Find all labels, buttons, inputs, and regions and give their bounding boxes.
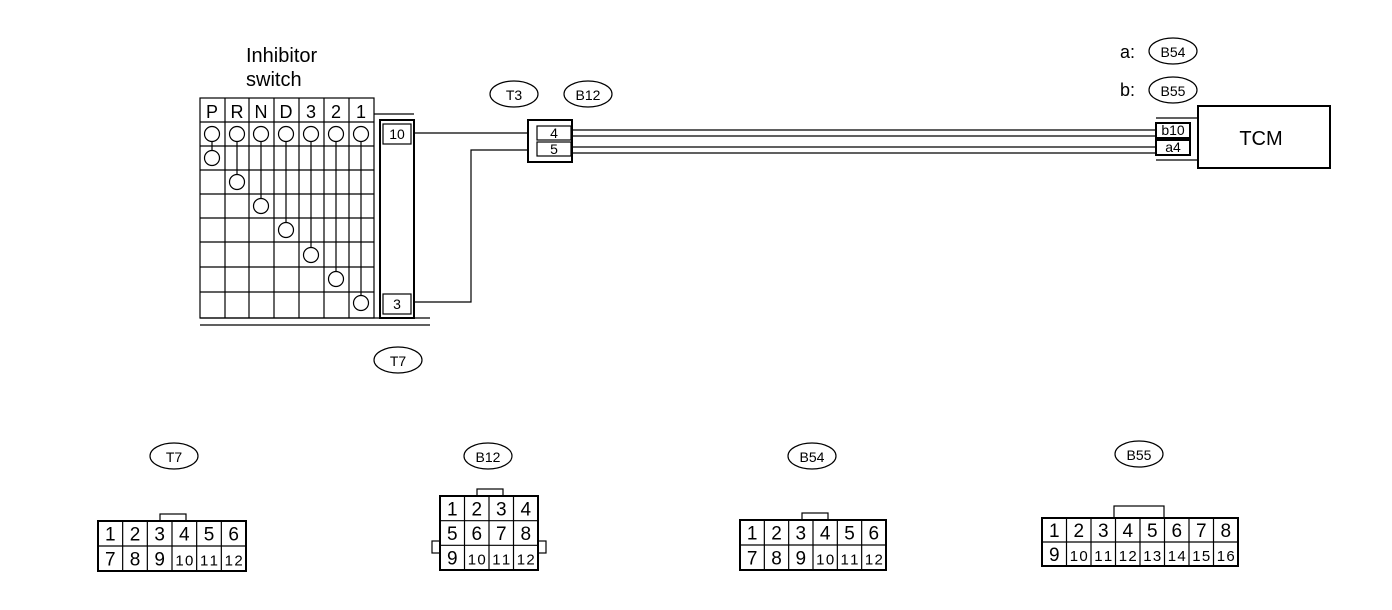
- t7-pin-7-label: 7: [105, 550, 116, 571]
- b55-pin-15-label: 15: [1192, 548, 1210, 565]
- switch-title-line2: switch: [246, 69, 302, 91]
- b55-pin-1-label: 1: [1049, 521, 1060, 542]
- b55-pin-7-label: 7: [1196, 521, 1207, 542]
- t7-pin-6-label: 6: [228, 525, 239, 546]
- b55-pin-8-label: 8: [1220, 521, 1231, 542]
- b54-pin-9-label: 9: [796, 549, 807, 570]
- b12-pin-bottom-label: 5: [550, 141, 558, 157]
- b12-pin-7-label: 7: [496, 524, 507, 545]
- b12-pin-4-label: 4: [520, 499, 531, 520]
- t7-pin-4-label: 4: [179, 525, 190, 546]
- b12-pin-6-label: 6: [471, 524, 482, 545]
- b55-tag-ellipse: [1148, 76, 1198, 104]
- b54-pin-10-label: 10: [816, 552, 834, 569]
- inhibitor-switch-grid: [199, 97, 430, 326]
- b12-pin-1-label: 1: [447, 499, 458, 520]
- t7-connector-body: [379, 119, 415, 319]
- b55-pin-2-label: 2: [1073, 521, 1084, 542]
- b12-tag-ellipse: [563, 80, 613, 108]
- t7-pin-bottom-label: 3: [393, 296, 401, 312]
- t7-pin-10-label: 10: [175, 553, 193, 570]
- tcm-pin-bottom-label: a4: [1165, 139, 1181, 155]
- b12-pin-12-label: 12: [517, 552, 535, 569]
- t7-pin-9-label: 9: [154, 550, 165, 571]
- b55-pin-3-label: 3: [1098, 521, 1109, 542]
- b55-pin-12-label: 12: [1119, 548, 1137, 565]
- b12-joint-connector: [527, 119, 573, 163]
- b55-pin-10-label: 10: [1070, 548, 1088, 565]
- b54-pin-3-label: 3: [796, 524, 807, 545]
- b54-pin-8-label: 8: [771, 549, 782, 570]
- position-n-label: N: [255, 102, 268, 122]
- b54-view-tag-ellipse: [787, 442, 837, 470]
- position-r-label: R: [231, 102, 244, 122]
- t7-view-tag-ellipse: [149, 442, 199, 470]
- b12-pin-10-label: 10: [468, 552, 486, 569]
- b54-tag-label: B54: [1161, 44, 1186, 60]
- b55-pin-11-label: 11: [1094, 548, 1112, 565]
- common-contact-row: [203, 125, 370, 143]
- position-p-label: P: [206, 102, 218, 122]
- b12-pin-5-label: 5: [447, 524, 458, 545]
- b12-pin-9-label: 9: [447, 549, 458, 570]
- b55-pin-16-label: 16: [1217, 548, 1235, 565]
- tcm-pin-top-label: b10: [1161, 122, 1185, 138]
- b12-pin-11-label: 11: [492, 552, 510, 569]
- switch-title-line1: Inhibitor: [246, 45, 317, 67]
- t7-pin-2-label: 2: [130, 525, 141, 546]
- t7-pin-11-label: 11: [200, 553, 218, 570]
- b55-pin-9-label: 9: [1049, 545, 1060, 566]
- t7-pin-top-label: 10: [389, 126, 405, 142]
- b12-pin-8-label: 8: [520, 524, 531, 545]
- b12-pin-3-label: 3: [496, 499, 507, 520]
- wires: [414, 129, 1156, 303]
- position-contacts: [203, 141, 370, 312]
- b55-tag-label: B55: [1161, 83, 1186, 99]
- t7-pin-1-label: 1: [105, 525, 116, 546]
- b12-view-tag-label: B12: [476, 449, 501, 465]
- b54-pin-6-label: 6: [869, 524, 880, 545]
- b54-tag-ellipse: [1148, 37, 1198, 65]
- t7-pin-5-label: 5: [204, 525, 215, 546]
- b54-pin-12-label: 12: [865, 552, 883, 569]
- b54-pin-11-label: 11: [841, 552, 859, 569]
- b54-pin-7-label: 7: [747, 549, 758, 570]
- b55-view-tag-ellipse: [1114, 440, 1164, 468]
- b55-pin-13-label: 13: [1143, 548, 1161, 565]
- t7-pin-8-label: 8: [130, 550, 141, 571]
- position-1-label: 1: [356, 102, 366, 122]
- t3-tag-label: T3: [506, 87, 523, 103]
- t7-tag-ellipse: [373, 346, 423, 374]
- b54-view-tag-label: B54: [800, 449, 825, 465]
- b54-pin-1-label: 1: [747, 524, 758, 545]
- b12-view-tag-ellipse: [463, 442, 513, 470]
- tcm-a-prefix: a:: [1120, 42, 1135, 62]
- t3-tag-ellipse: [489, 80, 539, 108]
- b54-pin-4-label: 4: [820, 524, 831, 545]
- b12-pin-top-label: 4: [550, 125, 558, 141]
- b55-pin-5-label: 5: [1147, 521, 1158, 542]
- t7-pin-12-label: 12: [225, 553, 243, 570]
- b55-pin-14-label: 14: [1168, 548, 1186, 565]
- t7-tag-label: T7: [390, 353, 407, 369]
- t7-view-tag-label: T7: [166, 449, 183, 465]
- tcm-label: TCM: [1239, 128, 1282, 150]
- position-2-label: 2: [331, 102, 341, 122]
- tcm-module: [1155, 105, 1331, 169]
- b54-pin-5-label: 5: [844, 524, 855, 545]
- b12-pin-2-label: 2: [471, 499, 482, 520]
- b55-view-tag-label: B55: [1127, 447, 1152, 463]
- b55-pin-4-label: 4: [1122, 521, 1133, 542]
- t7-pin-3-label: 3: [154, 525, 165, 546]
- position-d-label: D: [280, 102, 293, 122]
- tcm-b-prefix: b:: [1120, 80, 1135, 100]
- position-3-label: 3: [306, 102, 316, 122]
- b55-pin-6-label: 6: [1171, 521, 1182, 542]
- b12-tag-label: B12: [576, 87, 601, 103]
- b54-pin-2-label: 2: [771, 524, 782, 545]
